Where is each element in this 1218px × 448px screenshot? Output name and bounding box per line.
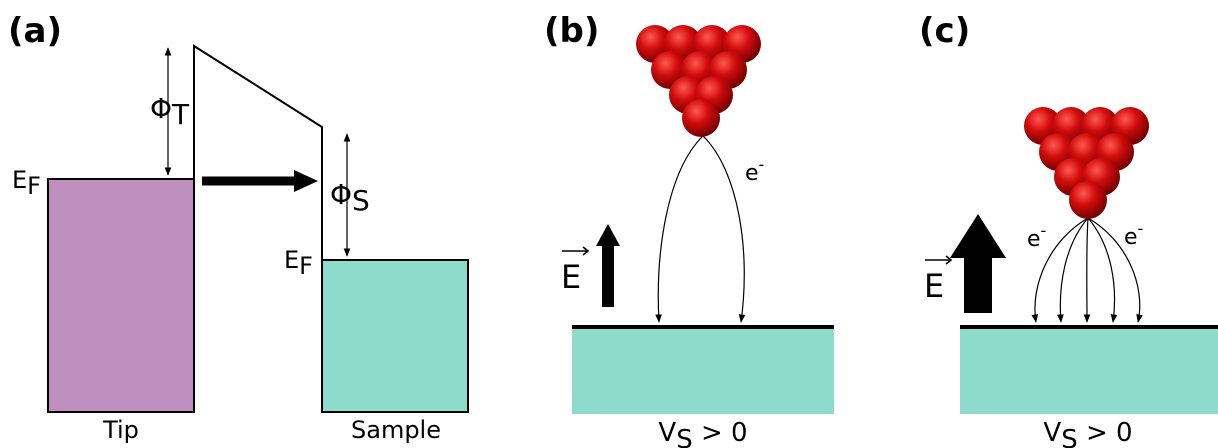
panel-b-label: (b) bbox=[544, 11, 599, 51]
field-label-c: E bbox=[924, 267, 944, 305]
field-arrow-head-c bbox=[950, 214, 1006, 258]
sample-slab-b bbox=[572, 328, 834, 414]
panel-b: (b) E e- VS > 0 bbox=[544, 11, 834, 448]
phi-s-label: ΦS bbox=[330, 178, 370, 217]
bias-label-c: VS > 0 bbox=[1043, 418, 1132, 448]
field-vector-bar-c bbox=[925, 255, 953, 265]
tip-label: Tip bbox=[102, 416, 139, 444]
sample-slab-c bbox=[960, 328, 1218, 414]
field-arrow-shaft-b bbox=[602, 244, 614, 307]
ef-tip-label: EF bbox=[12, 166, 41, 200]
field-arrow-head-b bbox=[596, 224, 620, 246]
field-label-b: E bbox=[561, 258, 581, 296]
panel-a: (a) ΦT ΦS EF EF Tip Sample bbox=[8, 11, 469, 444]
sample-box bbox=[321, 259, 469, 413]
field-vector-bar-b bbox=[562, 246, 590, 256]
ef-sample-label: EF bbox=[284, 246, 313, 280]
tip-box bbox=[47, 178, 195, 413]
electron-label-b: e- bbox=[745, 155, 764, 186]
vacuum-barrier bbox=[193, 44, 323, 412]
panel-a-label: (a) bbox=[8, 11, 62, 51]
electron-path-b-left bbox=[655, 135, 704, 323]
field-arrow-shaft-c bbox=[964, 256, 992, 313]
electron-label-c-left: e- bbox=[1027, 221, 1046, 252]
panel-c: (c) E e- e- bbox=[919, 11, 1218, 448]
electron-path-b-right bbox=[702, 135, 746, 323]
sample-label: Sample bbox=[351, 416, 441, 444]
bias-label-b: VS > 0 bbox=[658, 418, 747, 448]
phi-t-label: ΦT bbox=[150, 92, 190, 131]
electron-fan-c bbox=[1031, 217, 1143, 323]
atom-cluster-b bbox=[636, 25, 761, 137]
atom-cluster-c bbox=[1024, 107, 1149, 219]
electron-label-c-right: e- bbox=[1124, 219, 1143, 250]
tunneling-arrow-head bbox=[294, 170, 318, 192]
panel-c-label: (c) bbox=[919, 11, 970, 51]
